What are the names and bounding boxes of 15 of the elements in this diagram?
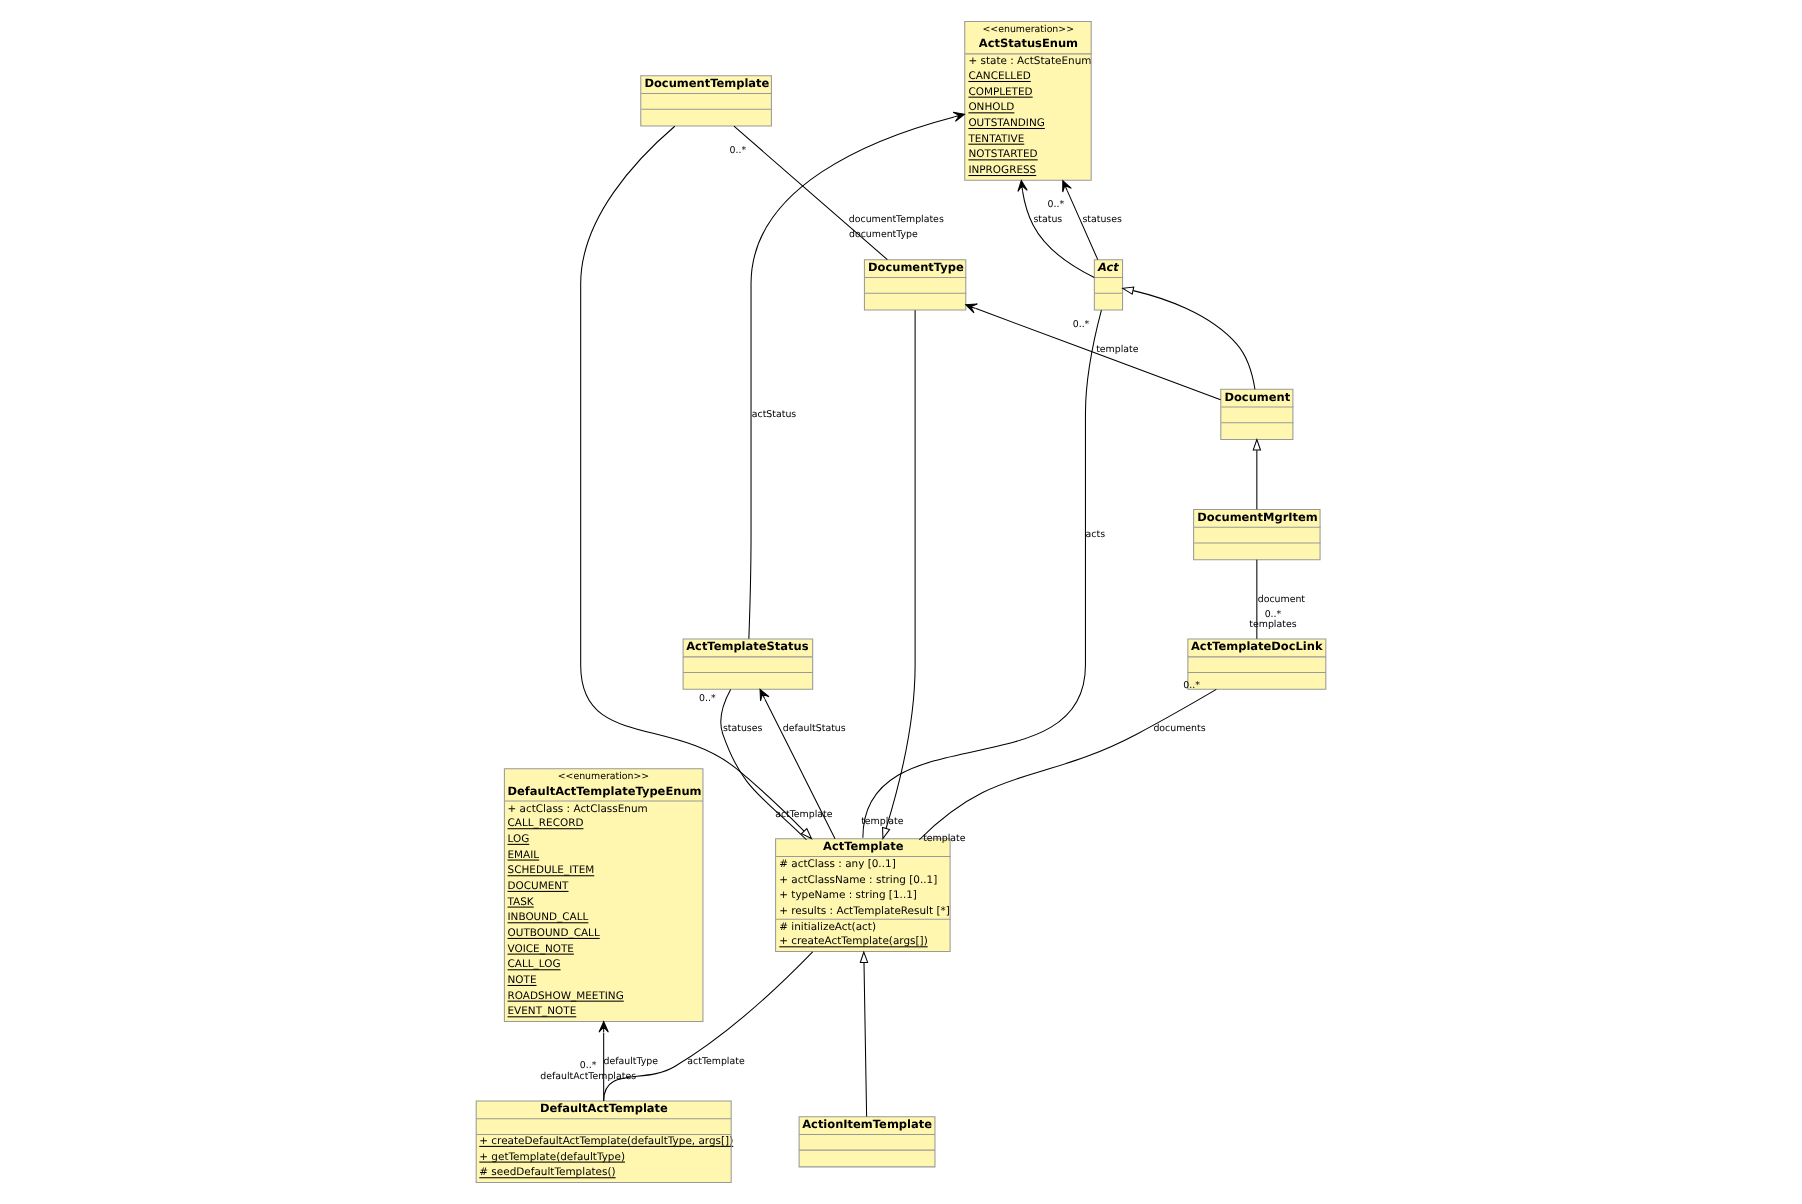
arrow bbox=[1062, 180, 1099, 261]
arrow bbox=[1017, 180, 1095, 278]
arrow bbox=[965, 303, 1222, 401]
arrow bbox=[759, 688, 836, 840]
arrow bbox=[882, 309, 916, 840]
connector bbox=[720, 688, 807, 841]
connector bbox=[862, 309, 1102, 839]
arrow bbox=[859, 950, 869, 1117]
arrow bbox=[1121, 286, 1256, 390]
arrow bbox=[598, 1021, 609, 1102]
connector bbox=[918, 688, 1217, 841]
connector bbox=[1256, 559, 1258, 640]
connector bbox=[603, 951, 814, 1102]
connector bbox=[733, 125, 888, 261]
arrow bbox=[1252, 438, 1262, 510]
